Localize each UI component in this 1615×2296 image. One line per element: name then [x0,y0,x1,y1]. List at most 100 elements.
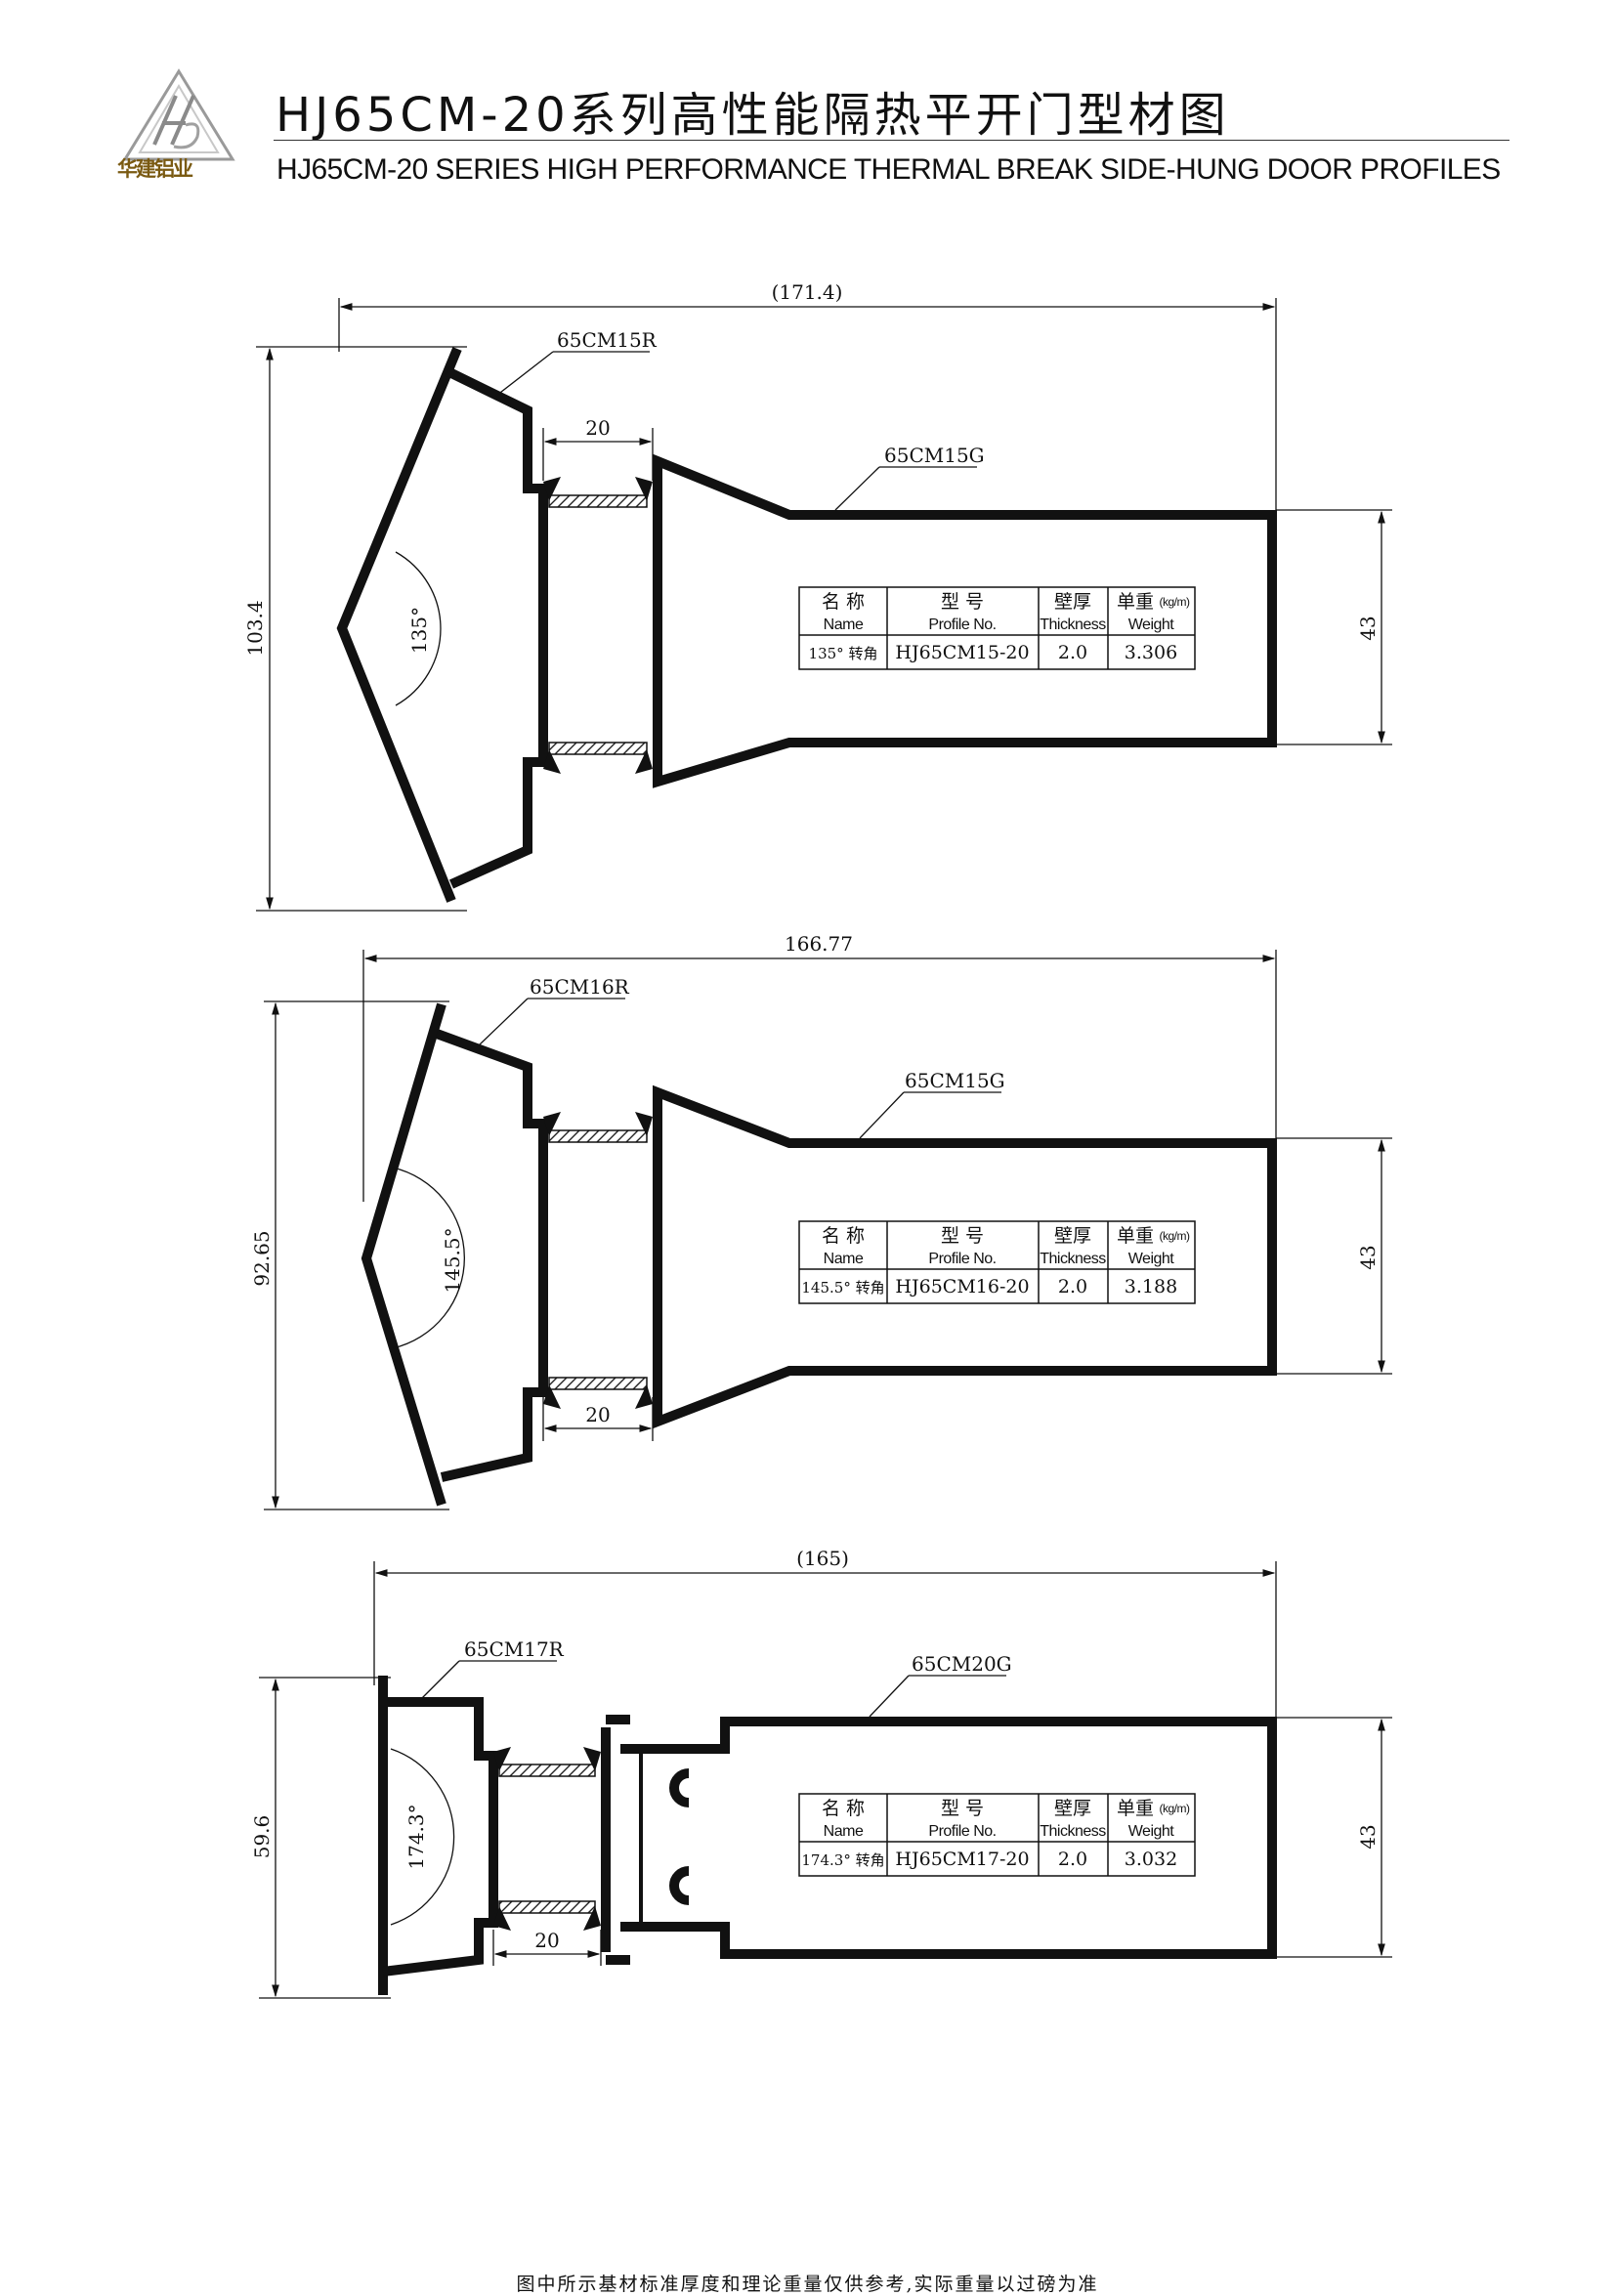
row-weight: 3.306 [1125,642,1177,663]
dimension-frame-height: 43 [1276,1717,1392,1958]
row-thickness: 2.0 [1058,642,1087,663]
table-weight-cn: 单重 [1117,1225,1154,1247]
page-title-en: HJ65CM-20 SERIES HIGH PERFORMANCE THERMA… [276,153,1501,186]
dimension-height: 92.65 [250,1000,449,1510]
g-tag: 65CM15G [859,1069,1005,1139]
r-tag: 65CM16R [478,975,630,1046]
height-label: 59.6 [250,1815,274,1859]
table-name-en: Name [824,617,864,633]
table-weight-cn: 单重 [1117,591,1154,613]
row-model: HJ65CM16-20 [895,1276,1029,1297]
table-thickness-cn: 壁厚 [1054,1798,1091,1819]
dimension-gap: 20 [492,1929,602,1966]
angle-label: 135° [407,607,431,654]
table-name-cn: 名 称 [822,1798,865,1819]
r-profile [361,1002,548,1507]
spec-table: 名 称 Name 型 号 Profile No. 壁厚 Thickness 单重… [798,586,1196,670]
height-label: 103.4 [243,600,267,656]
table-thickness-cn: 壁厚 [1054,1225,1091,1247]
gap-label: 20 [585,416,610,440]
row-name: 174.3° 转角 [801,1851,884,1869]
r-profile [378,1676,498,1995]
table-weight-en: Weight [1128,1251,1175,1267]
table-name-en: Name [824,1823,864,1840]
table-weight-en: Weight [1128,617,1175,633]
row-weight: 3.032 [1125,1849,1177,1870]
page-title-cn: HJ65CM-20系列高性能隔热平开门型材图 [276,88,1230,143]
logo-text: 华建铝业 [117,157,193,181]
dimension-overall-width: (165) [373,1547,1277,1718]
dimension-frame-height: 43 [1276,509,1392,745]
dimension-height: 103.4 [243,346,467,912]
table-name-cn: 名 称 [822,1225,865,1247]
table-name-cn: 名 称 [822,591,865,613]
g-profile [653,453,1277,788]
thermal-strips [493,1747,601,1931]
row-thickness: 2.0 [1058,1276,1087,1297]
table-model-cn: 型 号 [941,1225,984,1247]
overall-width-label: (171.4) [772,280,843,304]
r-profile [336,347,548,903]
frame-height-label: 43 [1356,1245,1380,1269]
table-model-cn: 型 号 [941,1798,984,1819]
thermal-strips [543,477,653,774]
row-thickness: 2.0 [1058,1849,1087,1870]
profile-3: (165) 59.6 174.3° 20 [250,1547,1392,1999]
r-tag: 65CM17R [419,1637,565,1701]
gap-label: 20 [585,1403,610,1426]
table-weight-unit: (kg/m) [1160,595,1191,609]
gap-label: 20 [534,1929,559,1952]
g-tag-label: 65CM15G [884,444,985,467]
spec-table: 名 称 Name 型 号 Profile No. 壁厚 Thickness 单重… [798,1793,1196,1877]
table-thickness-cn: 壁厚 [1054,591,1091,613]
angle-label: 174.3° [404,1804,428,1869]
profile-2: 166.77 92.65 145.5° 20 [250,932,1392,1510]
table-thickness-en: Thickness [1040,1823,1106,1840]
dimension-frame-height: 43 [1276,1137,1392,1375]
profile-1: (171.4) 103.4 135° 20 [243,280,1392,912]
frame-height-label: 43 [1356,1824,1380,1849]
r-tag-label: 65CM17R [464,1637,565,1661]
r-tag: 65CM15R [495,328,658,397]
company-logo-icon [122,68,235,161]
angle-arc [392,1167,465,1349]
dimension-overall-width: 166.77 [362,932,1277,1202]
footer-note: 图中所示基材标准厚度和理论重量仅供参考,实际重量以过磅为准 [516,2274,1099,2295]
row-model: HJ65CM17-20 [895,1849,1029,1870]
frame-height-label: 43 [1356,616,1380,640]
dimension-overall-width: (171.4) [338,280,1277,513]
angle-label: 145.5° [441,1227,464,1293]
table-name-en: Name [824,1251,864,1267]
table-model-cn: 型 号 [941,591,984,613]
overall-width-label: 166.77 [785,932,853,956]
g-tag: 65CM20G [869,1652,1012,1718]
g-tag-label: 65CM20G [912,1652,1012,1676]
title-divider [274,140,1509,141]
g-tag: 65CM15G [834,444,985,511]
page-header: 华建铝业 HJ65CM-20系列高性能隔热平开门型材图 HJ65CM-20 SE… [0,0,1615,195]
r-tag-label: 65CM15R [557,328,658,352]
r-tag-label: 65CM16R [530,975,630,999]
g-profile [601,1715,1277,1965]
row-weight: 3.188 [1125,1276,1177,1297]
table-weight-en: Weight [1128,1823,1175,1840]
g-profile [653,1084,1277,1429]
dimension-gap: 20 [542,1397,654,1441]
table-weight-unit: (kg/m) [1160,1229,1191,1243]
dimension-gap: 20 [542,416,654,481]
overall-width-label: (165) [796,1547,849,1570]
table-model-en: Profile No. [928,1823,996,1840]
table-model-en: Profile No. [928,1251,996,1267]
table-thickness-en: Thickness [1040,1251,1106,1267]
row-name: 135° 转角 [809,645,878,662]
row-model: HJ65CM15-20 [895,642,1029,663]
g-tag-label: 65CM15G [905,1069,1005,1092]
spec-table: 名 称 Name 型 号 Profile No. 壁厚 Thickness 单重… [798,1220,1196,1304]
height-label: 92.65 [250,1230,274,1286]
row-name: 145.5° 转角 [801,1279,884,1297]
table-thickness-en: Thickness [1040,617,1106,633]
dimension-height: 59.6 [250,1677,391,1999]
angle-arc [395,551,442,706]
table-model-en: Profile No. [928,617,996,633]
